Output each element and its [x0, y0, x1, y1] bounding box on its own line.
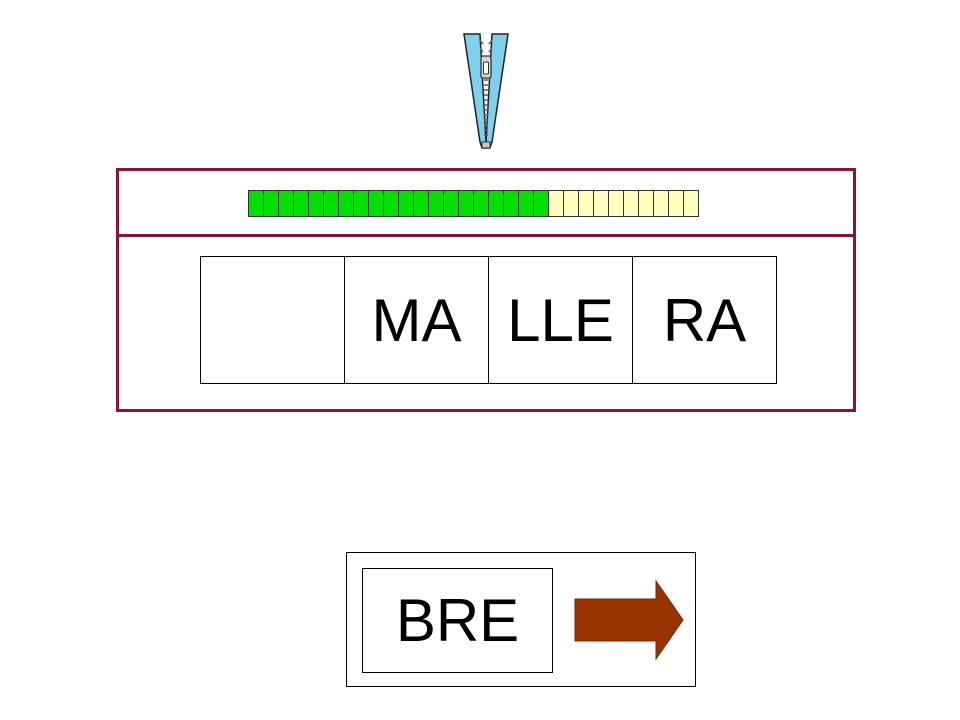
progress-segment-filled	[534, 190, 549, 217]
progress-segment-empty	[654, 190, 669, 217]
answer-tile[interactable]: BRE	[362, 568, 553, 673]
progress-segment-filled	[414, 190, 429, 217]
progress-segment-empty	[549, 190, 564, 217]
progress-segment-filled	[444, 190, 459, 217]
panel-divider	[119, 234, 853, 237]
progress-segment-filled	[474, 190, 489, 217]
progress-segment-filled	[399, 190, 414, 217]
progress-segment-filled	[264, 190, 279, 217]
progress-segment-filled	[339, 190, 354, 217]
progress-segment-empty	[609, 190, 624, 217]
word-slot-2: MA	[345, 257, 489, 383]
progress-segment-filled	[294, 190, 309, 217]
progress-segment-empty	[684, 190, 699, 217]
progress-segment-empty	[564, 190, 579, 217]
progress-segment-filled	[384, 190, 399, 217]
progress-segment-filled	[279, 190, 294, 217]
zipper-icon	[463, 33, 509, 149]
progress-segment-filled	[459, 190, 474, 217]
progress-segment-filled	[249, 190, 264, 217]
progress-segment-filled	[489, 190, 504, 217]
progress-segment-empty	[669, 190, 684, 217]
progress-segment-filled	[504, 190, 519, 217]
progress-segment-empty	[639, 190, 654, 217]
word-panel: MA LLE RA	[116, 168, 856, 412]
progress-bar	[248, 190, 699, 217]
progress-segment-empty	[624, 190, 639, 217]
word-slot-4: RA	[662, 286, 747, 354]
progress-segment-empty	[579, 190, 594, 217]
progress-segment-filled	[369, 190, 384, 217]
word-slot-3: LLE	[489, 257, 633, 383]
word-slots: MA LLE RA	[200, 256, 777, 384]
progress-segment-filled	[324, 190, 339, 217]
word-slot-1[interactable]	[201, 257, 345, 383]
progress-segment-empty	[594, 190, 609, 217]
right-arrow-icon[interactable]	[573, 579, 685, 661]
progress-segment-filled	[354, 190, 369, 217]
progress-segment-filled	[429, 190, 444, 217]
progress-segment-filled	[519, 190, 534, 217]
progress-segment-filled	[309, 190, 324, 217]
answer-area: BRE	[346, 552, 696, 687]
